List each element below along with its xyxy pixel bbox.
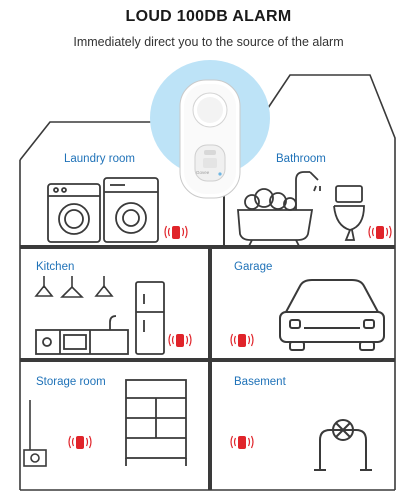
- toilet-icon: [333, 185, 365, 241]
- house-outline: [19, 74, 396, 491]
- kitchen-lamps-icon: [34, 276, 114, 298]
- alarm-indicator-icon: [164, 225, 188, 240]
- subheadline: Immediately direct you to the source of …: [73, 35, 344, 49]
- cabinet-icon: [125, 379, 187, 466]
- room-label-kitchen: Kitchen: [36, 261, 75, 273]
- room-label-bathroom: Bathroom: [276, 153, 326, 165]
- car-icon: [279, 279, 385, 351]
- kitchen-counter-icon: [35, 281, 165, 355]
- alarm-indicator-icon: [368, 225, 392, 240]
- alarm-indicator-icon: [230, 435, 254, 450]
- room-label-laundry: Laundry room: [64, 153, 135, 165]
- room-label-garage: Garage: [234, 261, 273, 273]
- room-label-basement: Basement: [234, 376, 286, 388]
- alarm-indicator-icon: [168, 333, 192, 348]
- device-brand-label: Govee: [196, 170, 210, 175]
- room-label-storage: Storage room: [36, 376, 106, 388]
- headline: LOUD 100DB ALARM: [125, 8, 292, 25]
- bathtub-icon: [237, 171, 321, 247]
- pipe-valve-icon: [314, 419, 372, 471]
- storage-pipe-icon: [23, 400, 47, 467]
- alarm-indicator-icon: [230, 333, 254, 348]
- alarm-indicator-icon: [68, 435, 92, 450]
- water-leak-alarm-device: [150, 60, 270, 199]
- washing-machines-icon: [47, 177, 159, 243]
